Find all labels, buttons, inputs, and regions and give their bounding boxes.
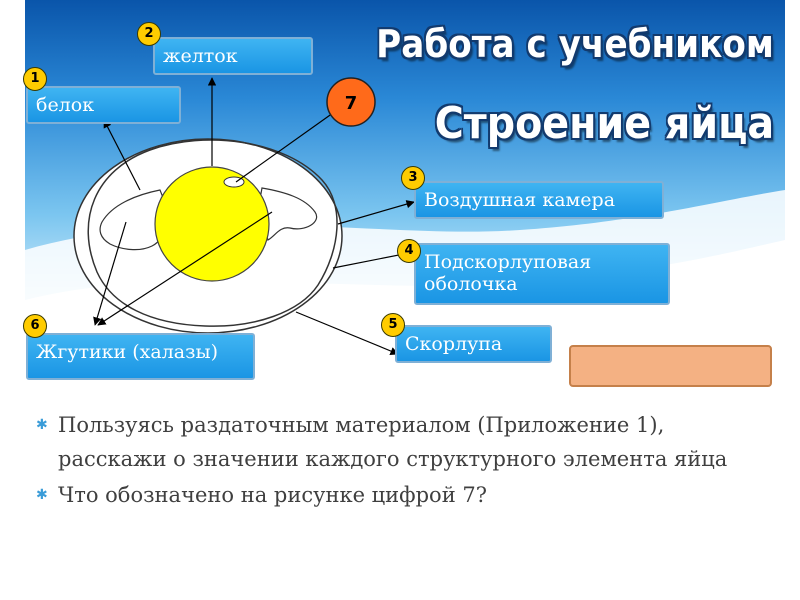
bullet-item: ✱ Что обозначено на рисунке цифрой 7? <box>34 478 774 512</box>
pointer-lines <box>93 77 415 356</box>
bullet-item: ✱ Пользуясь раздаточным материалом (Прило… <box>34 408 774 476</box>
label-zheltok-text: желток <box>163 45 238 67</box>
label-belok-text: белок <box>36 94 95 116</box>
yolk <box>154 166 270 282</box>
label-membrane: Подскорлуповая оболочка <box>414 243 670 305</box>
answer-box <box>569 345 772 387</box>
pointer-belok <box>103 119 141 191</box>
pointer-shell <box>295 311 399 356</box>
badge-1: 1 <box>23 67 47 91</box>
pointer-chalaza-right <box>97 211 273 326</box>
badge-6: 6 <box>23 314 47 338</box>
shell-membrane <box>87 139 338 327</box>
label-shell: Скорлупа <box>395 325 552 363</box>
label-chalazae-text: Жгутики (халазы) <box>36 341 218 363</box>
bullet-list: ✱ Пользуясь раздаточным материалом (Прило… <box>34 408 774 514</box>
asterisk-icon: ✱ <box>36 487 48 503</box>
label-membrane-text: Подскорлуповая оболочка <box>424 251 592 295</box>
marker-7-text: 7 <box>345 93 358 114</box>
label-chalazae: Жгутики (халазы) <box>26 333 255 380</box>
label-belok: белок <box>26 86 181 124</box>
asterisk-icon: ✱ <box>36 417 48 433</box>
marker-7-circle <box>326 77 376 127</box>
badge-2: 2 <box>137 22 161 46</box>
title-work-with-textbook: Работа с учебником <box>376 22 774 66</box>
title-egg-structure: Строение яйца <box>434 98 774 149</box>
badge-3: 3 <box>401 166 425 190</box>
label-zheltok: желток <box>153 37 313 75</box>
pointer-air-chamber <box>337 200 415 225</box>
bullet-text: Что обозначено на рисунке цифрой 7? <box>58 483 487 507</box>
badge-5: 5 <box>381 313 405 337</box>
label-shell-text: Скорлупа <box>405 333 503 355</box>
label-air-chamber-text: Воздушная камера <box>424 189 616 211</box>
badge-4: 4 <box>397 239 421 263</box>
label-air-chamber: Воздушная камера <box>414 181 664 219</box>
pointer-marker7 <box>235 107 341 183</box>
bullet-text: Пользуясь раздаточным материалом (Прилож… <box>58 413 728 471</box>
pointer-chalaza-left <box>93 221 127 326</box>
